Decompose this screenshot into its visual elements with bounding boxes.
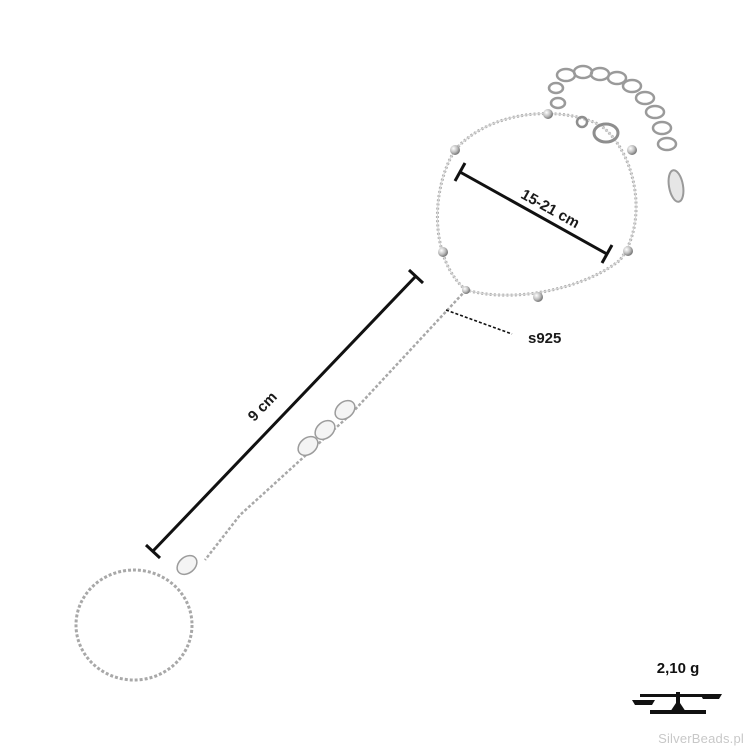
material-label: s925 <box>528 330 561 347</box>
scale-icon <box>632 692 722 714</box>
finger-chain-length-label: 9 cm <box>245 389 281 425</box>
extension-chain <box>547 64 678 152</box>
lobster-clasp <box>575 115 620 144</box>
finger-ring <box>74 568 194 682</box>
finger-chain-measure: 9 cm <box>144 268 425 560</box>
wrist-size-measure: 15-21 cm <box>453 162 614 264</box>
tag-charm <box>667 169 685 203</box>
finger-chain <box>176 286 470 576</box>
weight-label: 2,10 g <box>656 660 700 677</box>
watermark: SilverBeads.pl <box>658 731 744 746</box>
material-callout: s925 <box>445 309 561 347</box>
